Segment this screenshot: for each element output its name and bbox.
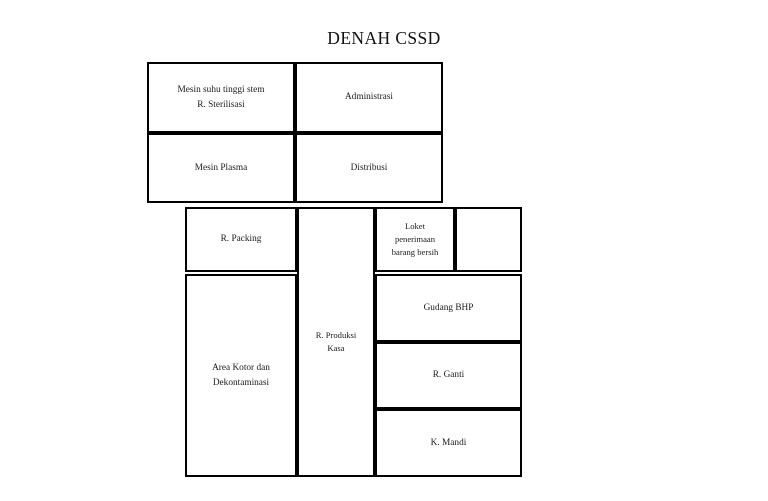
room-loket-penerimaan-barang-bersih: Loket penerimaan barang bersih — [375, 207, 455, 272]
room-r-ganti: R. Ganti — [375, 342, 522, 409]
room-label-r-ganti: R. Ganti — [432, 370, 465, 381]
room-label-loket-penerimaan-barang-bersih: Loket penerimaan barang bersih — [391, 221, 439, 257]
page-title: DENAH CSSD — [327, 28, 441, 48]
room-r-packing: R. Packing — [185, 207, 297, 272]
room-r-produksi-kasa: R. Produksi Kasa — [297, 207, 375, 477]
room-label-mesin-plasma: Mesin Plasma — [194, 162, 248, 173]
room-label-k-mandi: K. Mandi — [430, 437, 467, 448]
room-administrasi: Administrasi — [295, 62, 443, 133]
room-mesin-plasma: Mesin Plasma — [147, 133, 295, 203]
room-mesin-suhu-tinggi-sterilisasi: Mesin suhu tinggi stem R. Sterilisasi — [147, 62, 295, 133]
room-distribusi: Distribusi — [295, 133, 443, 203]
room-label-mesin-suhu-tinggi-sterilisasi: Mesin suhu tinggi stem R. Sterilisasi — [177, 85, 265, 110]
room-ruang-kosong — [455, 207, 522, 272]
room-label-gudang-bhp: Gudang BHP — [423, 302, 474, 313]
room-label-r-produksi-kasa: R. Produksi Kasa — [315, 330, 357, 353]
room-label-r-packing: R. Packing — [220, 234, 262, 245]
room-area-kotor-dekontaminasi: Area Kotor dan Dekontaminasi — [185, 274, 297, 477]
room-k-mandi: K. Mandi — [375, 409, 522, 477]
room-gudang-bhp: Gudang BHP — [375, 274, 522, 342]
room-label-administrasi: Administrasi — [344, 92, 394, 103]
room-label-distribusi: Distribusi — [350, 162, 388, 173]
room-label-area-kotor-dekontaminasi: Area Kotor dan Dekontaminasi — [212, 363, 270, 388]
